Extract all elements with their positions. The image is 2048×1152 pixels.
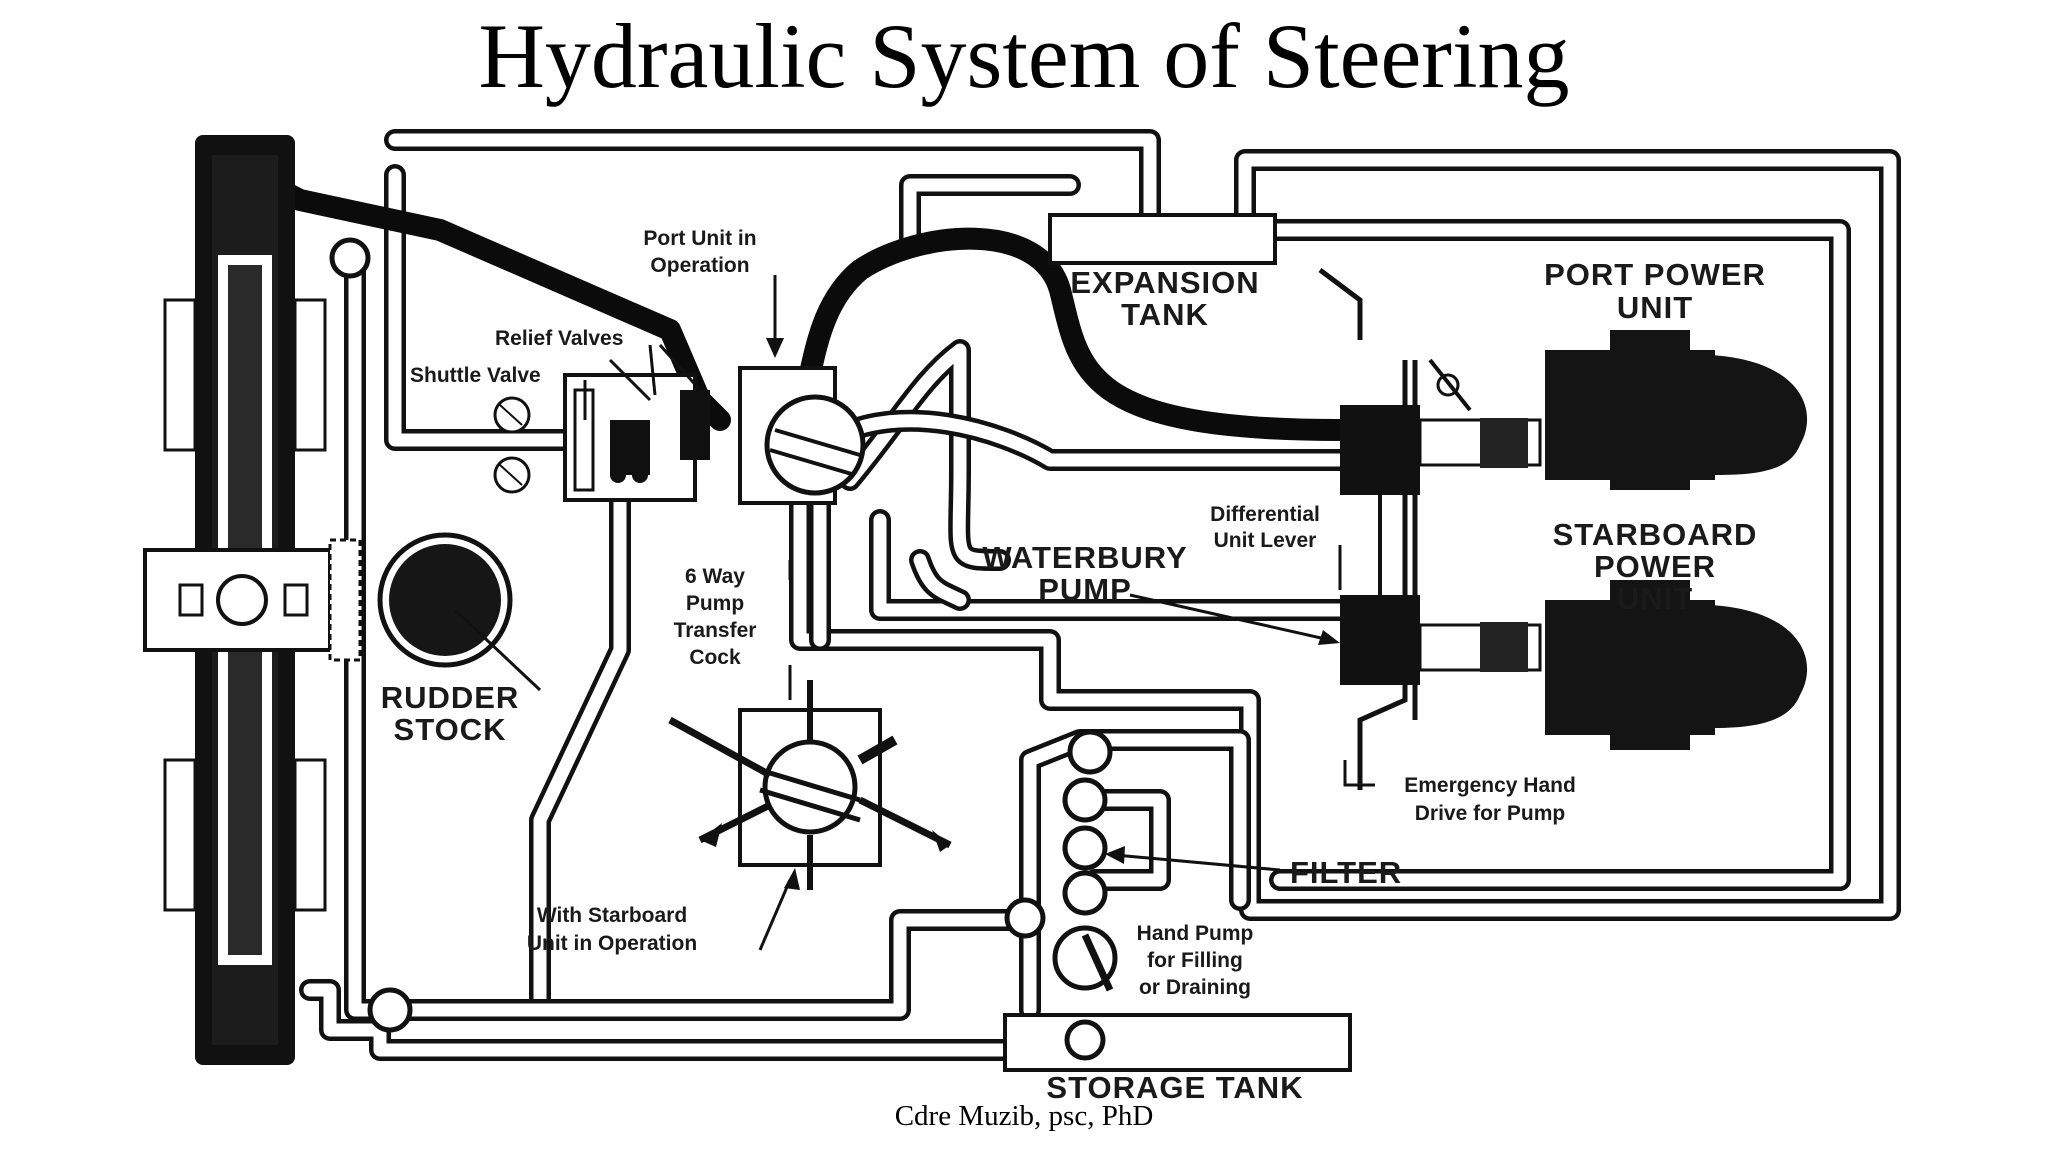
label-storage-tank: STORAGE TANK [1046, 1070, 1303, 1105]
pipe-couplings [329, 237, 648, 1033]
label-differential-lever-1: Differential [1210, 503, 1320, 526]
leader-lines [453, 275, 1375, 951]
port-power-unit [1418, 330, 1808, 490]
label-starboard-power-unit-2: POWER [1594, 549, 1716, 584]
label-port-power-unit-2: UNIT [1617, 290, 1693, 325]
label-expansion-tank-2: TANK [1121, 297, 1209, 332]
label-hand-pump-2: for Filling [1147, 949, 1243, 972]
label-emergency-drive-1: Emergency Hand [1404, 774, 1576, 797]
label-port-unit-operation-1: Port Unit in [643, 227, 756, 250]
label-differential-lever-2: Unit Lever [1214, 529, 1317, 552]
label-starboard-operation-1: With Starboard [537, 904, 687, 927]
expansion-tank [1048, 213, 1277, 265]
label-expansion-tank-1: EXPANSION [1070, 265, 1259, 300]
differential-lever-frame [1318, 268, 1472, 790]
starboard-power-unit [1418, 580, 1808, 750]
pipe-network [299, 129, 1901, 1061]
rudder-stock [377, 532, 513, 668]
page-title: Hydraulic System of Steering [478, 5, 1570, 107]
label-six-way-cock-3: Transfer [674, 619, 757, 642]
label-relief-valves: Relief Valves [495, 327, 623, 350]
label-six-way-cock-2: Pump [686, 592, 744, 615]
author-credit: Cdre Muzib, psc, PhD [894, 1100, 1154, 1132]
label-waterbury-pump-1: WATERBURY [982, 540, 1187, 575]
label-port-power-unit-1: PORT POWER [1544, 257, 1766, 292]
diagram-labels: Port Unit in Operation Relief Valves Shu… [381, 227, 1766, 1105]
label-starboard-power-unit-1: STARBOARD [1553, 517, 1758, 552]
label-starboard-power-unit-3: UNIT [1617, 581, 1693, 616]
transfer-cock-inset [668, 680, 952, 890]
label-waterbury-pump-2: PUMP [1038, 572, 1132, 607]
filter-assembly [1004, 729, 1118, 1061]
label-port-unit-operation-2: Operation [650, 254, 749, 277]
label-rudder-stock-2: STOCK [394, 712, 507, 747]
label-six-way-cock-1: 6 Way [685, 565, 745, 588]
label-filter: FILTER [1290, 855, 1402, 890]
label-hand-pump-3: or Draining [1139, 976, 1251, 999]
shuttle-and-relief-valves [493, 373, 710, 502]
storage-tank [1003, 1013, 1352, 1072]
transfer-cock [738, 366, 866, 505]
label-rudder-stock-1: RUDDER [381, 680, 520, 715]
label-starboard-operation-2: Unit in Operation [527, 932, 697, 955]
label-emergency-drive-2: Drive for Pump [1415, 802, 1566, 825]
label-hand-pump-1: Hand Pump [1137, 922, 1254, 945]
tiller-crosshead [143, 538, 362, 662]
label-shuttle-valve: Shuttle Valve [410, 364, 541, 387]
label-six-way-cock-4: Cock [689, 646, 741, 669]
